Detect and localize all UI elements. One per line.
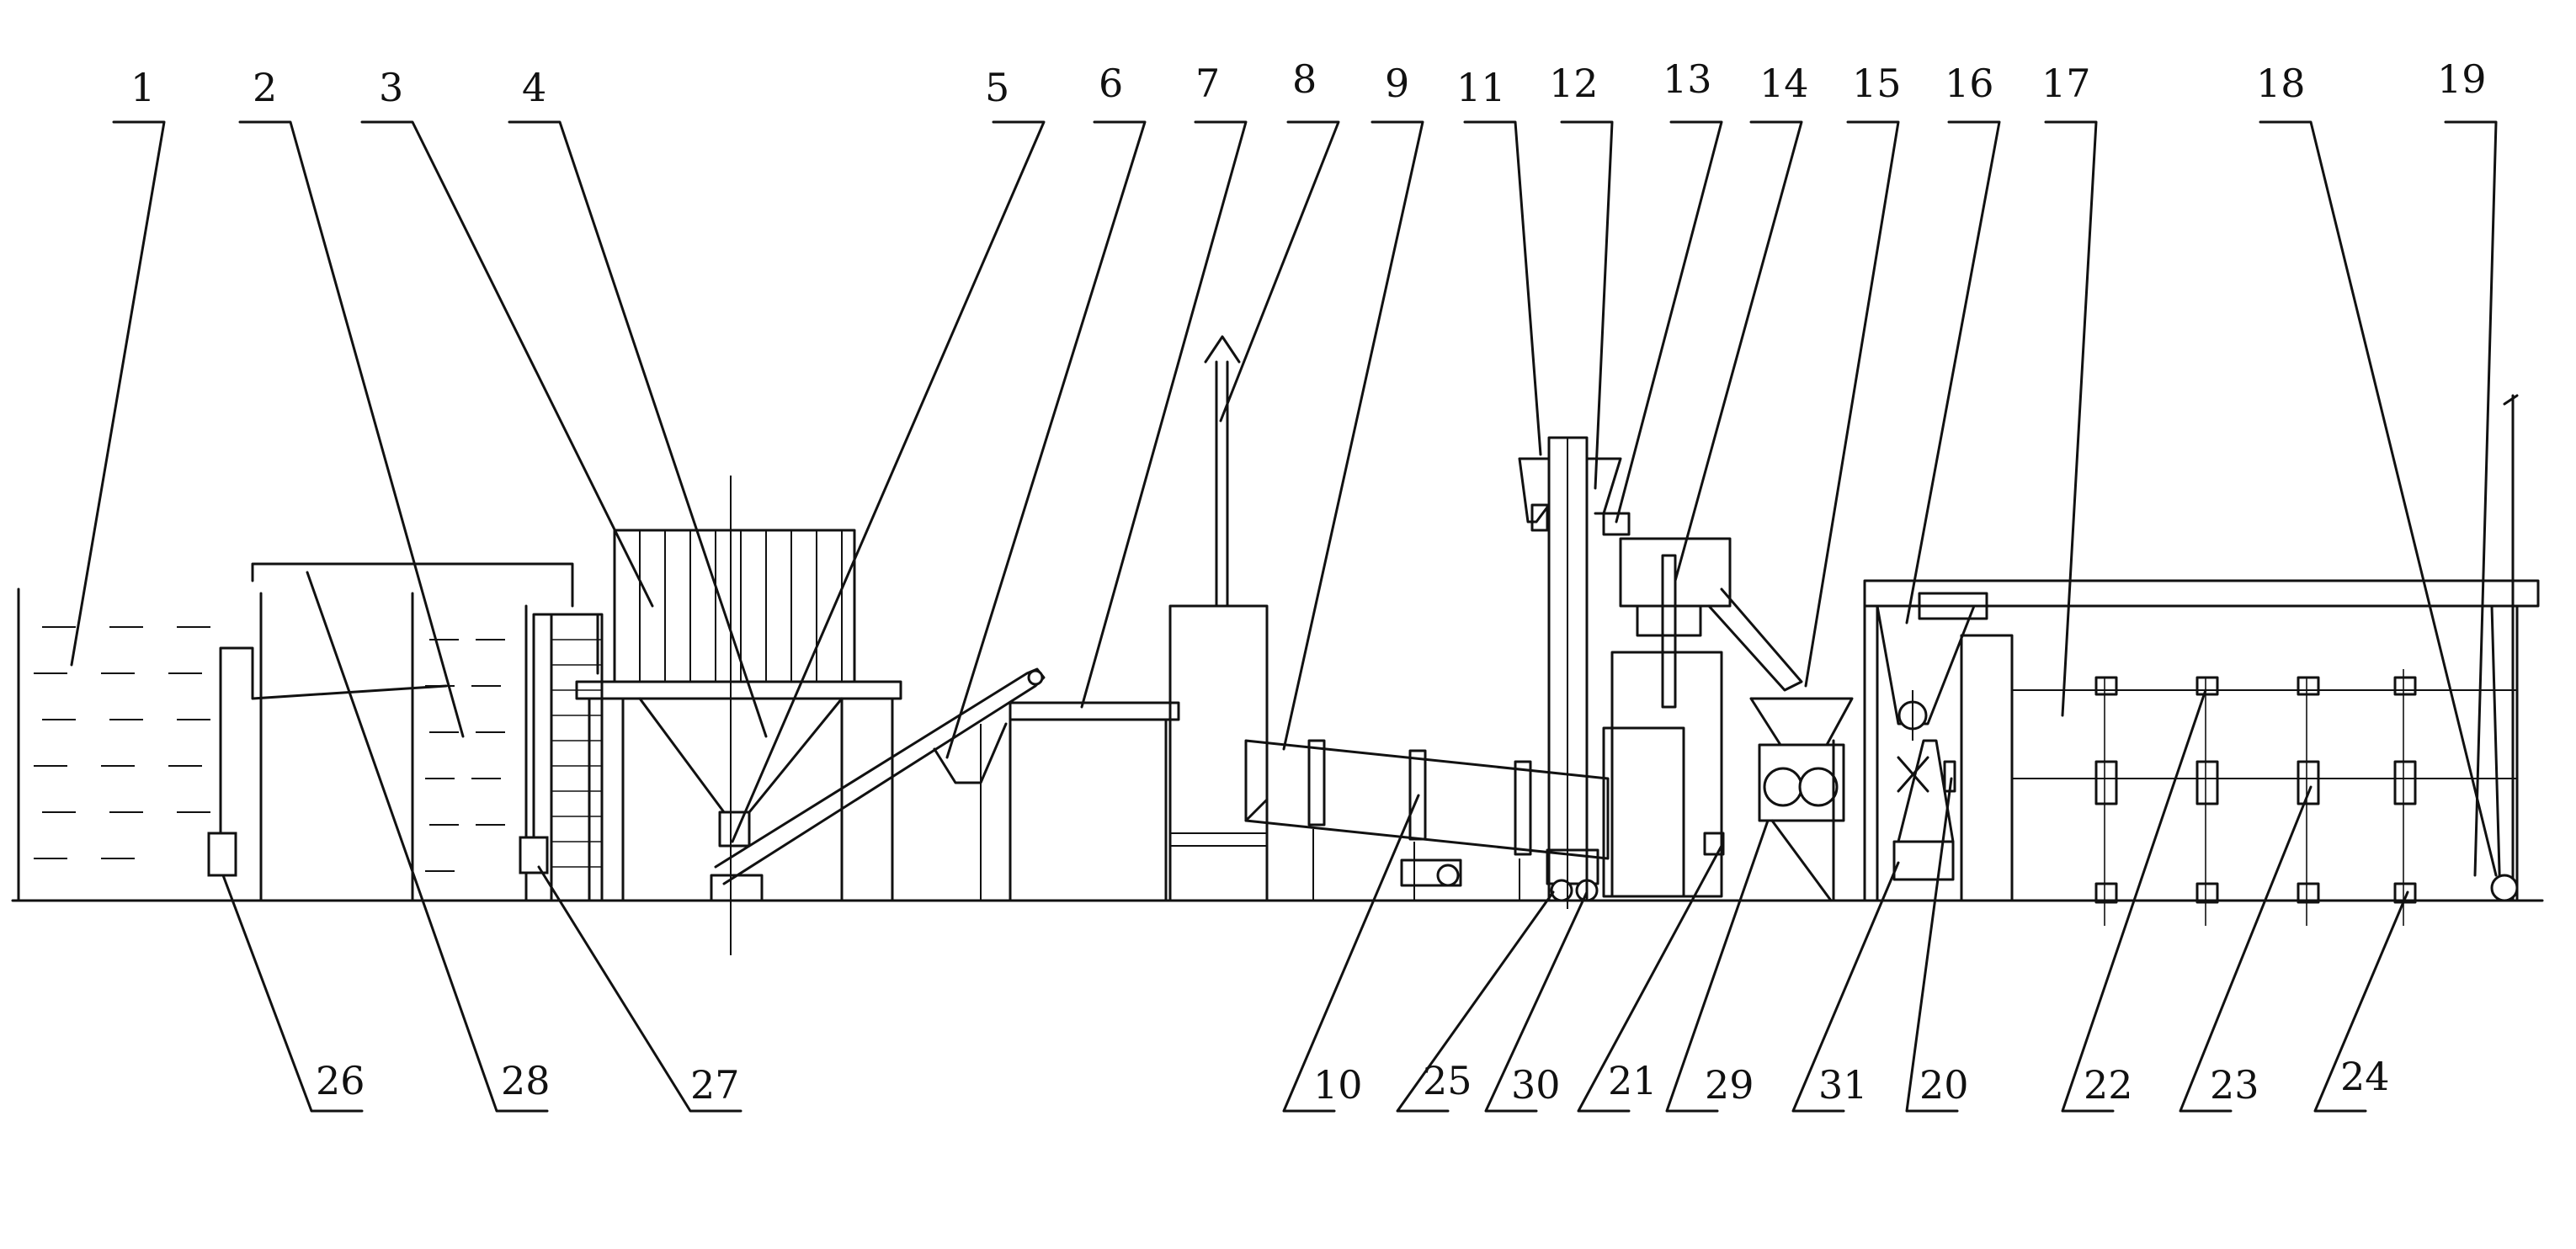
callout-30: 30 [1511,1062,1561,1108]
callout-21: 21 [1608,1058,1658,1103]
tank-2 [411,592,604,902]
callout-25: 25 [1423,1058,1472,1103]
frame-7 [980,701,1180,902]
drying-hall [1863,394,2540,926]
inclined-conveyor [714,667,1046,885]
callout-15: 15 [1852,61,1902,106]
callout-31: 31 [1818,1062,1868,1108]
tank-1 [17,562,574,902]
callout-27: 27 [690,1062,740,1108]
callout-1: 1 [130,65,155,110]
callout-6: 6 [1099,61,1123,106]
callout-22: 22 [2084,1062,2133,1108]
mixer-14 [1610,537,1803,898]
callout-8: 8 [1292,56,1317,102]
callout-29: 29 [1705,1062,1754,1108]
callout-17: 17 [2041,61,2091,106]
leader-lines [70,120,2498,1113]
callout-2: 2 [253,65,277,110]
callout-18: 18 [2256,61,2306,106]
callout-11: 11 [1456,65,1506,110]
bucket-elevator [1518,436,1631,909]
rotary-drum [1244,726,1685,902]
callout-9: 9 [1385,61,1409,106]
callout-14: 14 [1759,61,1809,106]
storage-bin [575,476,902,955]
callout-13: 13 [1663,56,1712,102]
callout-3: 3 [379,65,403,110]
callout-16: 16 [1945,61,1994,106]
callout-28: 28 [501,1058,551,1103]
callout-26: 26 [316,1058,365,1103]
callout-24: 24 [2340,1054,2390,1099]
callout-7: 7 [1195,61,1220,106]
callout-23: 23 [2210,1062,2259,1108]
callout-10: 10 [1313,1062,1363,1108]
exhaust-stack [1168,335,1269,902]
callout-labels: 1 2 3 4 5 6 7 8 9 11 12 13 14 15 16 17 1… [130,56,2487,1108]
callout-12: 12 [1549,61,1599,106]
callout-20: 20 [1919,1062,1969,1108]
callout-4: 4 [522,65,546,110]
callout-19: 19 [2437,56,2487,102]
callout-5: 5 [985,65,1009,110]
roller-crusher [1749,697,1854,902]
